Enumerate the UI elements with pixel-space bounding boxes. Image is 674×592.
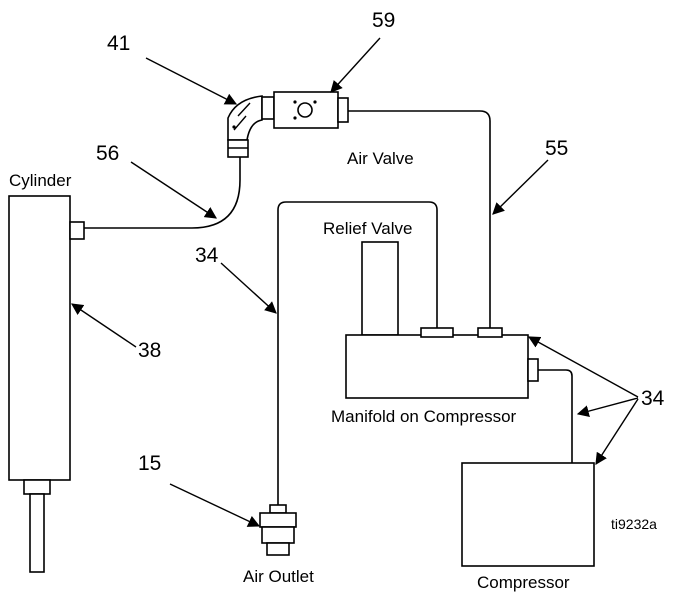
label-cylinder: Cylinder	[9, 171, 72, 190]
callout-59: 59	[372, 9, 395, 32]
hose-air-valve-to-manifold	[348, 110, 491, 328]
callout-34-left: 34	[195, 244, 219, 267]
label-compressor: Compressor	[477, 573, 570, 592]
cylinder-port	[69, 221, 85, 240]
callout-56: 56	[96, 142, 119, 165]
relief-valve	[361, 241, 399, 336]
cylinder-gland	[23, 479, 51, 495]
cylinder-rod	[29, 493, 45, 573]
leader-34-left	[220, 262, 277, 314]
callout-38: 38	[138, 339, 161, 362]
callout-41: 41	[107, 32, 130, 55]
leader-34-right-hose	[576, 397, 639, 418]
manifold-port-valve	[477, 327, 503, 338]
leader-34-right-manifold	[527, 336, 639, 398]
compressor	[461, 462, 595, 567]
air-outlet-fitting	[259, 504, 297, 556]
manifold-port-relief	[420, 327, 454, 338]
leader-41	[145, 57, 238, 105]
manifold-port-side	[527, 358, 539, 382]
leader-15	[169, 483, 261, 527]
figure-id: ti9232a	[611, 516, 657, 532]
leader-59	[330, 37, 381, 93]
label-air-outlet: Air Outlet	[243, 567, 314, 586]
leader-38	[71, 303, 137, 348]
label-relief-valve: Relief Valve	[323, 219, 412, 238]
air-valve	[273, 91, 349, 129]
hose-elbow-to-cylinder	[84, 157, 241, 229]
callout-34-right: 34	[641, 387, 665, 410]
callout-15: 15	[138, 452, 161, 475]
manifold	[345, 327, 539, 399]
label-manifold: Manifold on Compressor	[331, 407, 517, 426]
cylinder	[8, 195, 85, 573]
elbow-fitting	[227, 95, 275, 158]
leader-55	[492, 159, 549, 215]
hose-manifold-to-compressor	[538, 369, 573, 463]
elbow-nut	[261, 96, 275, 120]
leader-34-right-compressor	[595, 398, 639, 466]
label-air-valve: Air Valve	[347, 149, 414, 168]
hose-manifold-to-air-outlet	[277, 201, 438, 505]
air-valve-port	[337, 97, 349, 123]
callout-55: 55	[545, 137, 568, 160]
leader-56	[130, 161, 218, 219]
